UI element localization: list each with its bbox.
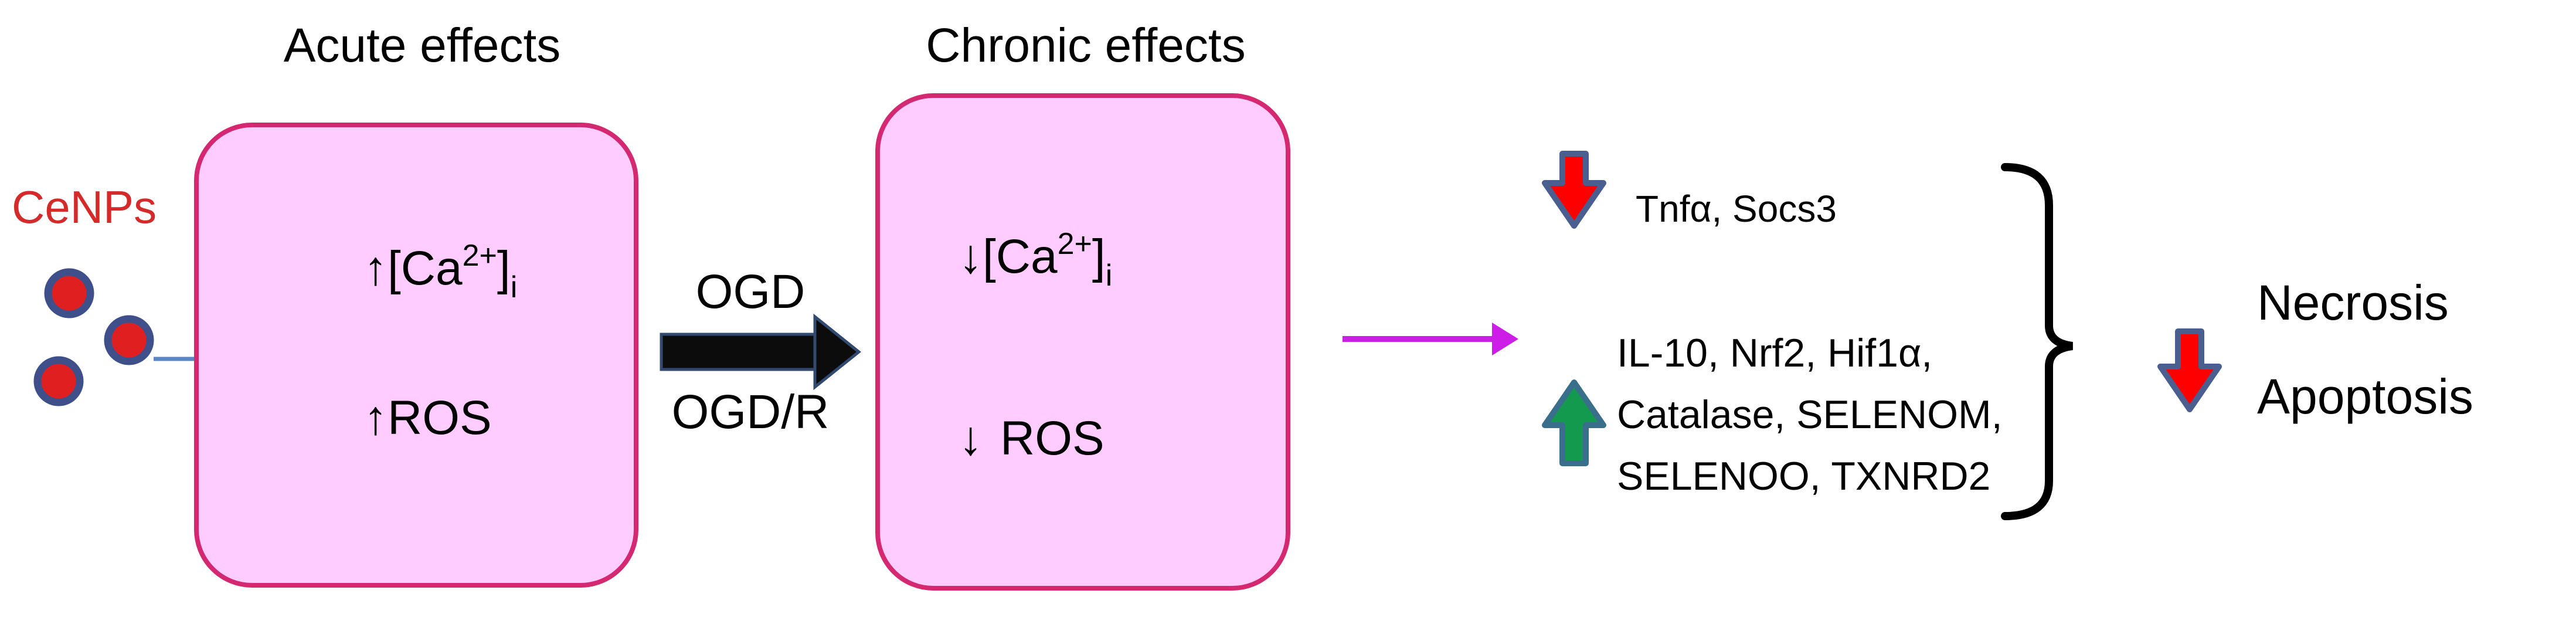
up-arrow-icon: ↑ [363,242,388,295]
down-arrow-icon [2157,328,2222,412]
transition-arrow [660,313,862,391]
up-arrow-icon: ↑ [363,391,388,445]
upregulated-line-2: Catalase, SELENOM, [1617,392,2003,437]
upregulated-line-3: SELENOO, TXNRD2 [1617,454,1990,498]
nanoparticle [33,356,84,406]
particles-label: CeNPs [12,181,157,233]
down-arrow-icon: ↓ [959,412,983,465]
outcomes: Necrosis Apoptosis [2257,275,2473,424]
downregulated-genes: Tnfα, Socs3 [1636,188,1837,230]
acute-calcium-label: ↑[Ca2+]i [363,239,517,304]
acute-effects-title: Acute effects [284,19,561,72]
outcome-necrosis: Necrosis [2257,275,2449,330]
nanoparticle [104,315,154,365]
output-arrow [1343,323,1518,355]
chronic-effects-title: Chronic effects [926,19,1245,72]
transition-label-ogd-r: OGD/R [672,385,830,439]
up-arrow-icon [1542,379,1606,466]
down-arrow-icon: ↓ [959,230,983,283]
chronic-calcium-label: ↓[Ca2+]i [959,227,1112,293]
nanoparticles [33,268,154,406]
chronic-ros-label: ↓ROS [959,412,1105,465]
acute-ros-label: ↑ROS [363,391,492,445]
down-arrow-icon [1542,151,1606,229]
upregulated-genes: IL-10, Nrf2, Hif1α, Catalase, SELENOM, S… [1617,331,2014,498]
chronic-effects-box [875,93,1290,591]
nanoparticle [44,268,94,318]
upregulated-line-1: IL-10, Nrf2, Hif1α, [1617,331,1932,375]
acute-effects-box [194,123,638,588]
outcome-apoptosis: Apoptosis [2257,369,2473,424]
bracket [2001,163,2074,520]
transition-label-ogd: OGD [696,265,806,318]
